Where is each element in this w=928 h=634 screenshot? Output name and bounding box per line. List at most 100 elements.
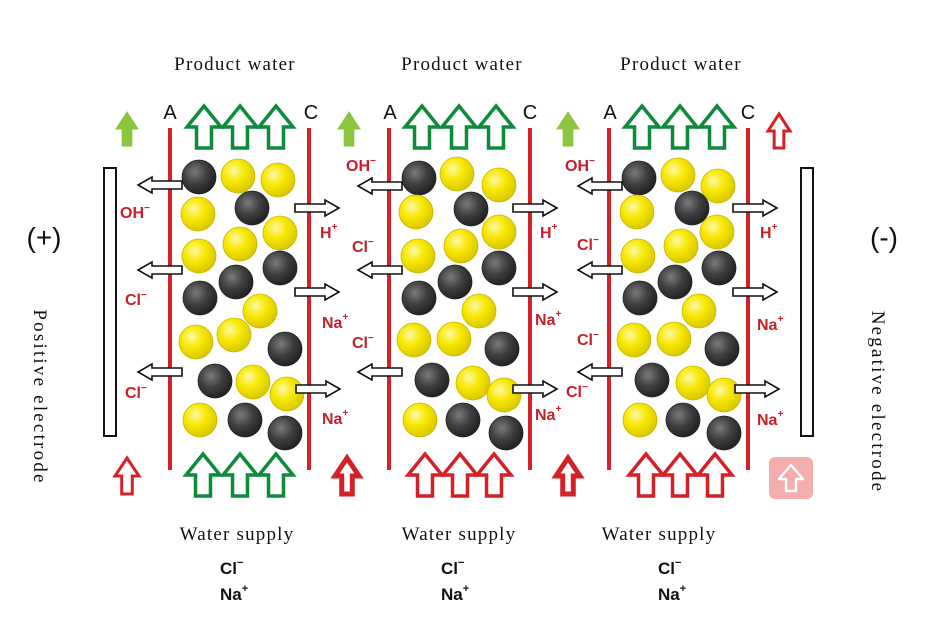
anion-resin-bead bbox=[657, 264, 693, 300]
anion-resin-bead bbox=[706, 415, 742, 451]
ion-label: H+ bbox=[760, 222, 778, 242]
ion-label: Cl− bbox=[125, 383, 147, 402]
anion-resin-bead bbox=[484, 331, 520, 367]
cation-resin-bead bbox=[455, 365, 491, 401]
ion-migration-arrows bbox=[136, 175, 781, 399]
cation-resin-bead bbox=[681, 293, 717, 329]
anion-resin-bead bbox=[481, 250, 517, 286]
product-water-label-1: Product water bbox=[174, 54, 296, 75]
water-supply-arrow-icon bbox=[219, 451, 261, 498]
product-water-arrow-icon bbox=[401, 103, 443, 150]
cation-resin-bead bbox=[663, 228, 699, 264]
positive-electrode-plate bbox=[103, 167, 117, 437]
anion-resin-bead bbox=[401, 280, 437, 316]
anion-resin-bead bbox=[437, 264, 473, 300]
positive-electrode-sign: (+) bbox=[27, 222, 62, 253]
product-water-arrow-icon bbox=[219, 103, 261, 150]
anion-resin-bead bbox=[621, 160, 657, 196]
product-water-arrow-icon bbox=[183, 103, 225, 150]
membrane-c-label-3: C bbox=[741, 102, 755, 124]
cation-resin-bead bbox=[180, 196, 216, 232]
product-water-arrow-icon bbox=[255, 103, 297, 150]
anion-resin-bead bbox=[701, 250, 737, 286]
cation-resin-bead bbox=[235, 364, 271, 400]
feed-sodium-3: Na+ bbox=[658, 583, 686, 604]
anion-resin-bead bbox=[267, 415, 303, 451]
ion-label: Cl− bbox=[566, 382, 588, 401]
cation-resin-bead bbox=[700, 168, 736, 204]
concentrate-in-arrow-icon bbox=[330, 453, 364, 497]
upload-icon[interactable] bbox=[769, 457, 813, 499]
anion-migration-arrow-icon bbox=[356, 176, 403, 196]
feed-ions: Cl− Na+ Cl− Na+ Cl− Na+ bbox=[220, 557, 686, 604]
ion-label: OH− bbox=[120, 203, 150, 222]
cation-resin-bead bbox=[706, 377, 742, 413]
water-supply-arrow-icon bbox=[182, 451, 224, 498]
ion-label: Cl− bbox=[125, 290, 147, 309]
cation-resin-bead bbox=[619, 194, 655, 230]
anion-migration-arrow-icon bbox=[576, 362, 623, 382]
feed-chloride-1: Cl− bbox=[220, 557, 243, 578]
cation-migration-arrow-icon bbox=[732, 198, 779, 218]
anion-resin-bead bbox=[622, 280, 658, 316]
product-water-arrow-icon bbox=[475, 103, 517, 150]
cation-migration-arrow-icon bbox=[512, 198, 559, 218]
anion-migration-arrow-icon bbox=[576, 176, 623, 196]
cation-resin-bead bbox=[486, 377, 522, 413]
feed-chloride-2: Cl− bbox=[441, 557, 464, 578]
membrane-c-label-1: C bbox=[304, 102, 318, 124]
positive-electrode-label: Positive electrode bbox=[29, 309, 50, 484]
cation-resin-bead bbox=[656, 321, 692, 357]
feed-chloride-3: Cl− bbox=[658, 557, 681, 578]
anion-resin-bead bbox=[401, 160, 437, 196]
cation-migration-arrow-icon bbox=[512, 379, 559, 399]
anion-resin-bead bbox=[488, 415, 524, 451]
anion-migration-arrow-icon bbox=[136, 175, 183, 195]
ion-label: Cl− bbox=[577, 235, 599, 254]
ion-label: H+ bbox=[540, 222, 558, 242]
anion-migration-arrow-icon bbox=[576, 260, 623, 280]
cation-migration-arrow-icon bbox=[512, 282, 559, 302]
anion-resin-bead bbox=[182, 280, 218, 316]
cation-resin-bead bbox=[220, 158, 256, 194]
electrode-out-arrow-icon bbox=[765, 111, 793, 150]
membrane-c-label-2: C bbox=[523, 102, 537, 124]
cation-resin-bead bbox=[269, 376, 305, 412]
cation-resin-bead bbox=[396, 322, 432, 358]
negative-electrode-sign: (-) bbox=[870, 222, 898, 253]
concentrate-in-arrow-icon bbox=[112, 455, 142, 496]
membrane-a-label-3: A bbox=[603, 102, 617, 124]
cation-resin-bead bbox=[481, 214, 517, 250]
anion-resin-bead bbox=[262, 250, 298, 286]
cation-resin-bead bbox=[400, 238, 436, 274]
water-supply-label-1: Water supply bbox=[180, 524, 295, 545]
water-supply-arrow-icon bbox=[255, 451, 297, 498]
cation-resin-bead bbox=[402, 402, 438, 438]
membrane-a-label-2: A bbox=[383, 102, 397, 124]
cation-resin-bead bbox=[436, 321, 472, 357]
cation-resin-bead bbox=[181, 238, 217, 274]
anion-migration-arrow-icon bbox=[136, 260, 183, 280]
feed-sodium-1: Na+ bbox=[220, 583, 248, 604]
ion-label: Na+ bbox=[322, 312, 348, 332]
anion-resin-bead bbox=[267, 331, 303, 367]
feed-sodium-2: Na+ bbox=[441, 583, 469, 604]
cation-resin-bead bbox=[620, 238, 656, 274]
ion-label: Cl− bbox=[352, 237, 374, 256]
cation-resin-bead bbox=[481, 167, 517, 203]
membrane-a-label-1: A bbox=[163, 102, 177, 124]
cation-resin-bead bbox=[222, 226, 258, 262]
ion-label: H+ bbox=[320, 222, 338, 242]
cation-resin-bead bbox=[622, 402, 658, 438]
ion-label: Na+ bbox=[757, 409, 783, 429]
anion-resin-bead bbox=[181, 159, 217, 195]
anion-resin-bead bbox=[227, 402, 263, 438]
anion-resin-bead bbox=[634, 362, 670, 398]
anion-resin-bead bbox=[704, 331, 740, 367]
ion-label: Na+ bbox=[322, 408, 348, 428]
cation-resin-bead bbox=[699, 214, 735, 250]
water-supply-arrow-icon bbox=[659, 451, 701, 498]
ion-label: Na+ bbox=[757, 314, 783, 334]
ion-label: OH− bbox=[565, 156, 595, 175]
anion-resin-bead bbox=[674, 190, 710, 226]
